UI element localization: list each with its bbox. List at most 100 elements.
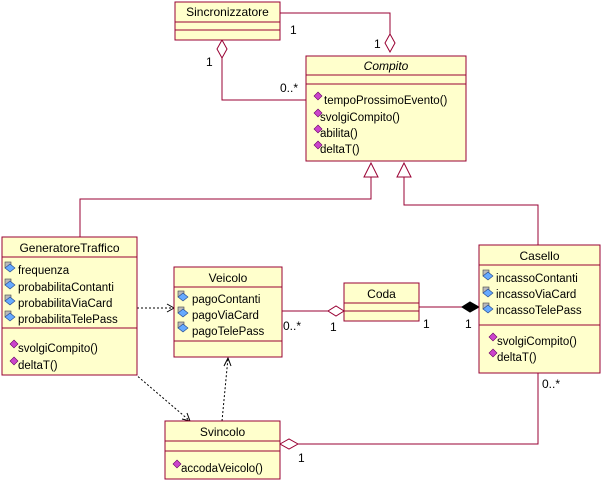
- generalization-generatore-compito: [79, 161, 379, 237]
- multiplicity-label: 1: [290, 23, 297, 37]
- attribute-row: frequenza: [4, 261, 70, 277]
- attribute-row: pagoTelePass: [177, 321, 264, 338]
- attribute-label: probabilitaContanti: [18, 282, 114, 294]
- class-coda[interactable]: Coda: [343, 282, 420, 322]
- multiplicity-label: 1: [465, 317, 472, 331]
- attribute-label: probabilitaTelePass: [18, 314, 118, 326]
- attribute-label: pagoContanti: [192, 294, 260, 306]
- operation-label: deltaT(): [18, 360, 58, 372]
- operation-label: deltaT(): [320, 144, 360, 156]
- operation-row: deltaT(): [313, 140, 360, 156]
- generalization-arrow: [396, 161, 412, 178]
- protected-attribute-icon: [4, 261, 16, 273]
- protected-attribute-icon: [177, 306, 189, 318]
- class-sincronizzatore[interactable]: Sincronizzatore: [174, 1, 281, 41]
- attribute-row: pagoViaCard: [177, 306, 259, 322]
- operation-label: accodaVeicolo(): [181, 463, 263, 475]
- attribute-label: pagoViaCard: [192, 310, 259, 322]
- operation-row: abilita(): [313, 124, 358, 140]
- dependency-generatore-veicolo: [137, 303, 176, 313]
- attribute-row: pagoContanti: [177, 290, 260, 306]
- aggregation-diamond: [278, 438, 300, 450]
- protected-attribute-icon: [4, 310, 16, 322]
- public-operation-icon: [313, 140, 323, 150]
- multiplicity-label: 1: [374, 37, 381, 51]
- dependency-generatore-svincolo: [134, 373, 191, 422]
- multiplicity-label: 1: [330, 320, 337, 334]
- operation-label: svolgiCompito(): [18, 343, 98, 355]
- operation-row: deltaT(): [488, 348, 537, 364]
- public-operation-icon: [313, 124, 323, 134]
- assoc-sincronizzatore-compito-top: [280, 12, 396, 54]
- attribute-label: probabilitaViaCard: [18, 298, 112, 310]
- operation-label: svolgiCompito(): [320, 112, 400, 124]
- protected-attribute-icon: [177, 290, 189, 302]
- multiplicity-label: 0..*: [542, 377, 560, 391]
- operation-row: accodaVeicolo(): [172, 459, 263, 475]
- protected-attribute-icon: [482, 302, 494, 314]
- operation-row: deltaT(): [9, 356, 58, 372]
- dependency-svincolo-veicolo: [221, 356, 232, 422]
- attribute-label: incassoTelePass: [496, 305, 582, 317]
- assoc-sincronizzatore-compito-side: [216, 38, 306, 101]
- public-operation-icon: [488, 348, 498, 358]
- protected-attribute-icon: [4, 294, 16, 306]
- class-generatoretraffico[interactable]: GeneratoreTraffico frequenza probabilita…: [1, 236, 138, 376]
- multiplicity-label: 0..*: [280, 81, 298, 95]
- attribute-label: incassoViaCard: [496, 289, 576, 301]
- public-operation-icon: [9, 339, 19, 349]
- attribute-row: probabilitaTelePass: [4, 310, 118, 326]
- public-operation-icon: [172, 459, 182, 469]
- operation-label: abilita(): [320, 128, 358, 140]
- assoc-veicolo-coda: [282, 305, 345, 317]
- attribute-label: pagoTelePass: [192, 326, 264, 338]
- attribute-row: probabilitaContanti: [4, 278, 114, 294]
- class-name: Casello: [519, 249, 559, 263]
- class-name: Sincronizzatore: [186, 5, 269, 19]
- public-operation-icon: [313, 108, 323, 118]
- attribute-label: incassoContanti: [496, 273, 578, 285]
- composition-diamond: [461, 301, 481, 313]
- public-operation-icon: [313, 91, 323, 101]
- aggregation-diamond: [216, 38, 228, 60]
- class-compito[interactable]: Compito tempoProssimoEvento() svolgiComp…: [305, 55, 467, 162]
- class-veicolo[interactable]: Veicolo pagoContanti pagoViaCard pagoTel…: [173, 266, 283, 358]
- aggregation-diamond: [384, 32, 396, 54]
- operation-row: tempoProssimoEvento(): [313, 91, 448, 107]
- class-casello[interactable]: Casello incassoContanti incassoViaCard i…: [478, 244, 601, 374]
- multiplicity-label: 1: [423, 317, 430, 331]
- class-name: Svincolo: [200, 425, 246, 439]
- attribute-row: incassoContanti: [482, 269, 578, 285]
- class-name: Veicolo: [209, 271, 248, 285]
- public-operation-icon: [488, 332, 498, 342]
- attribute-row: probabilitaViaCard: [4, 294, 112, 310]
- generalization-arrow: [363, 161, 379, 178]
- class-name: Coda: [367, 287, 396, 301]
- protected-attribute-icon: [177, 321, 189, 333]
- assoc-casello-svincolo: [278, 373, 539, 450]
- operation-label: tempoProssimoEvento(): [324, 95, 448, 107]
- attribute-row: incassoViaCard: [482, 286, 576, 301]
- attribute-row: incassoTelePass: [482, 302, 582, 317]
- aggregation-diamond: [327, 305, 345, 317]
- protected-attribute-icon: [482, 286, 494, 298]
- generalization-casello-compito: [396, 161, 539, 245]
- protected-attribute-icon: [482, 269, 494, 281]
- operation-row: svolgiCompito(): [488, 332, 577, 348]
- operation-label: svolgiCompito(): [497, 336, 577, 348]
- multiplicity-label: 0..*: [283, 319, 301, 333]
- operation-row: svolgiCompito(): [9, 339, 98, 355]
- class-name: GeneratoreTraffico: [19, 241, 119, 255]
- class-svincolo[interactable]: Svincolo accodaVeicolo(): [164, 420, 281, 480]
- operation-row: svolgiCompito(): [313, 108, 400, 124]
- attribute-label: frequenza: [18, 265, 70, 277]
- operation-label: deltaT(): [497, 352, 537, 364]
- comp-coda-casello: [419, 301, 481, 313]
- multiplicity-label: 1: [298, 451, 305, 465]
- class-name: Compito: [364, 59, 409, 73]
- public-operation-icon: [9, 356, 19, 366]
- protected-attribute-icon: [4, 278, 16, 290]
- multiplicity-label: 1: [206, 55, 213, 69]
